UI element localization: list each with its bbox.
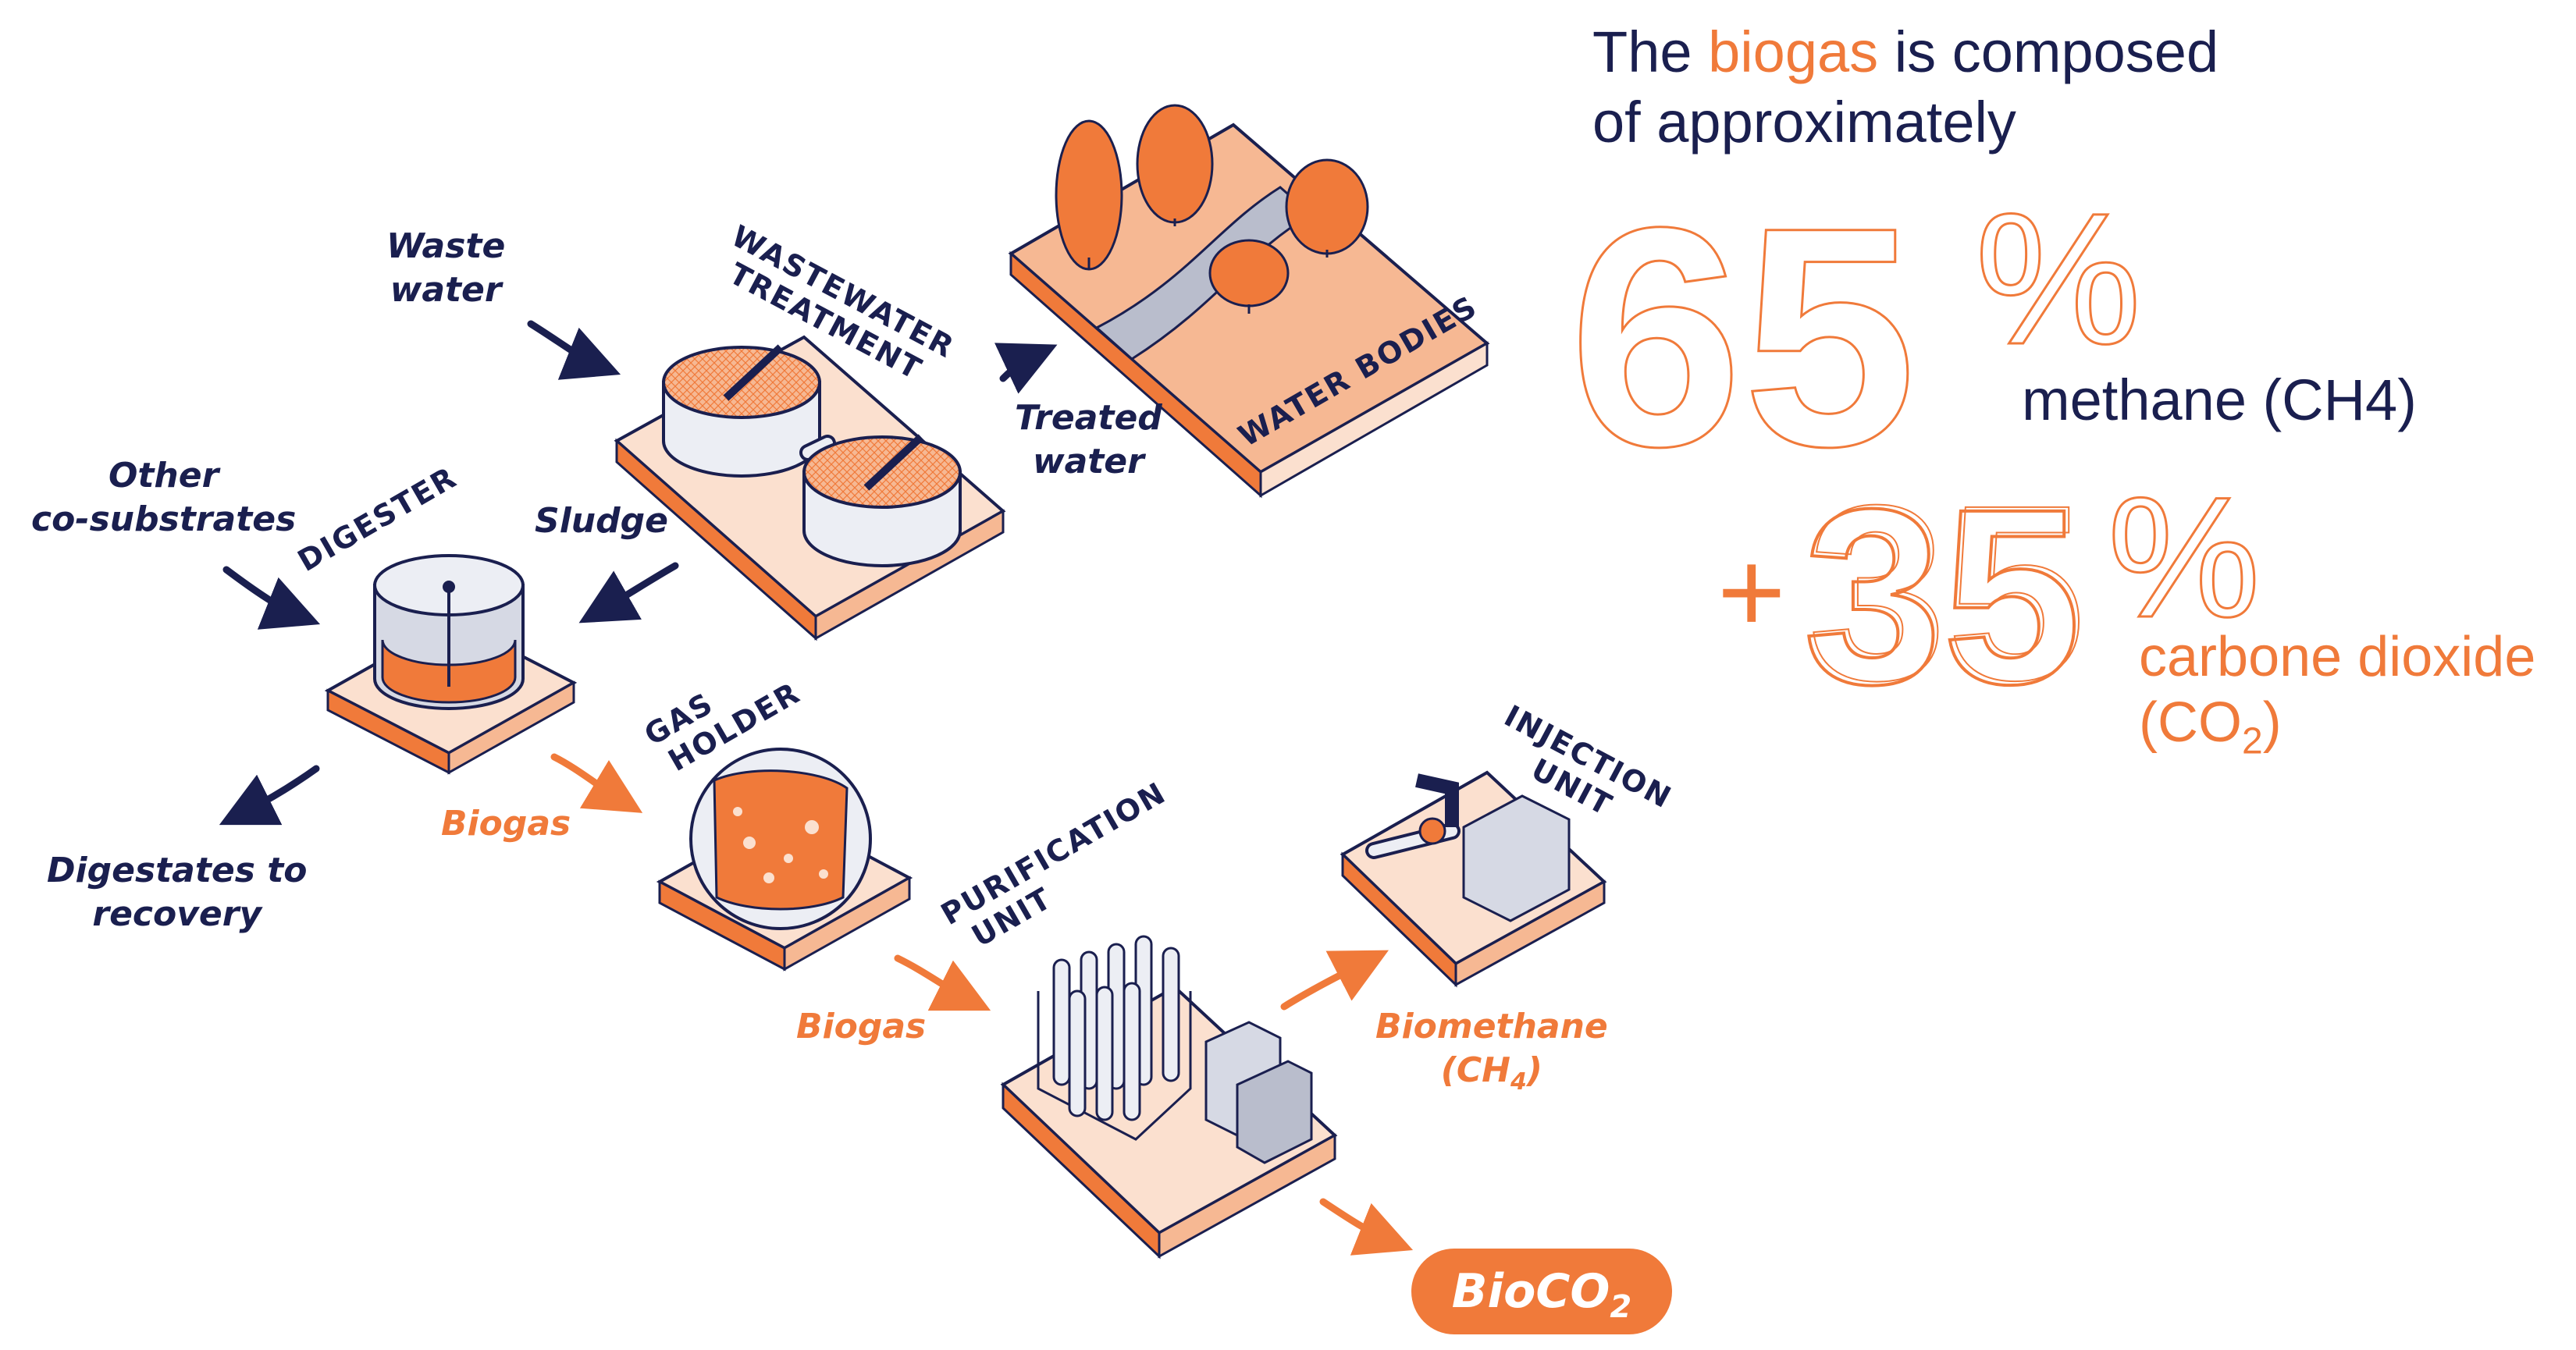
bioco2-sub: 2	[1610, 1289, 1632, 1325]
co2-label-suffix: )	[2262, 691, 2282, 754]
co2-percentage: 35	[1803, 457, 2081, 736]
methane-percentage: 65	[1569, 162, 1916, 511]
title-highlight: biogas	[1708, 20, 1879, 84]
co2-label-sub: 2	[2241, 720, 2263, 762]
title-line-2: of approximately	[1592, 90, 2016, 155]
injection-unit	[1340, 770, 1607, 988]
methane-label: methane (CH4)	[2022, 368, 2417, 432]
other-cosubstrates-label: Other co-substrates	[31, 454, 296, 542]
biomethane-prefix: (CH	[1440, 1050, 1510, 1090]
biomethane-label: Biomethane (CH4)	[1375, 1005, 1608, 1104]
biogas-arrow-2	[894, 954, 991, 1011]
bioco2-arrow	[1319, 1198, 1414, 1256]
plus-sign: +	[1717, 526, 1786, 657]
purification-unit	[1000, 935, 1338, 1259]
digestates-line2: recovery	[92, 894, 262, 934]
waste-water-arrow	[527, 320, 621, 380]
waste-water-line2: water	[390, 270, 502, 310]
co2-label: carbone dioxide (CO2)	[2139, 624, 2535, 774]
sludge-label: Sludge	[535, 501, 668, 541]
sludge-arrow	[578, 562, 679, 623]
biomethane-suffix: )	[1526, 1050, 1542, 1090]
digestates-line1: Digestates to	[47, 851, 308, 890]
biogas-label-2: Biogas	[796, 1007, 927, 1046]
waste-water-line1: Waste	[386, 226, 506, 266]
co2-percentage-inner: 35	[1808, 453, 2086, 732]
bioco2-prefix: BioCO	[1451, 1264, 1610, 1319]
biomethane-sub: 4	[1510, 1068, 1527, 1096]
treated-water-label: Treated water	[1015, 396, 1162, 484]
treated-water-line2: water	[1032, 442, 1144, 481]
co2-label-prefix: (CO	[2139, 691, 2242, 754]
methane-percent-sign: %	[1975, 174, 2141, 383]
biogas-label-1: Biogas	[441, 804, 571, 844]
wastewater-treatment-unit	[614, 335, 1006, 641]
digestates-arrow	[219, 765, 320, 826]
other-line2: co-substrates	[31, 499, 297, 539]
biogas-title: The biogas is composed of approximately	[1592, 17, 2218, 158]
digestates-label: Digestates to recovery	[47, 849, 308, 936]
biomethane-line1: Biomethane	[1375, 1007, 1608, 1046]
title-text: The	[1592, 20, 1709, 84]
biogas-arrow-1	[550, 753, 643, 813]
digester-unit	[324, 554, 578, 775]
treated-water-line1: Treated	[1015, 398, 1162, 438]
other-substrates-arrow	[222, 566, 321, 630]
biomethane-arrow	[1280, 950, 1389, 1011]
title-text-end: is composed	[1878, 20, 2219, 84]
bioco2-badge: BioCO2	[1411, 1249, 1672, 1334]
other-line1: Other	[108, 456, 219, 496]
water-bodies-unit	[1008, 104, 1490, 499]
gas-holder-unit	[656, 748, 913, 972]
co2-label-line1: carbone dioxide	[2139, 626, 2536, 688]
treated-water-arrow	[994, 343, 1058, 394]
waste-water-label: Waste water	[386, 225, 505, 312]
co2-percent-sign: %	[2108, 461, 2261, 653]
